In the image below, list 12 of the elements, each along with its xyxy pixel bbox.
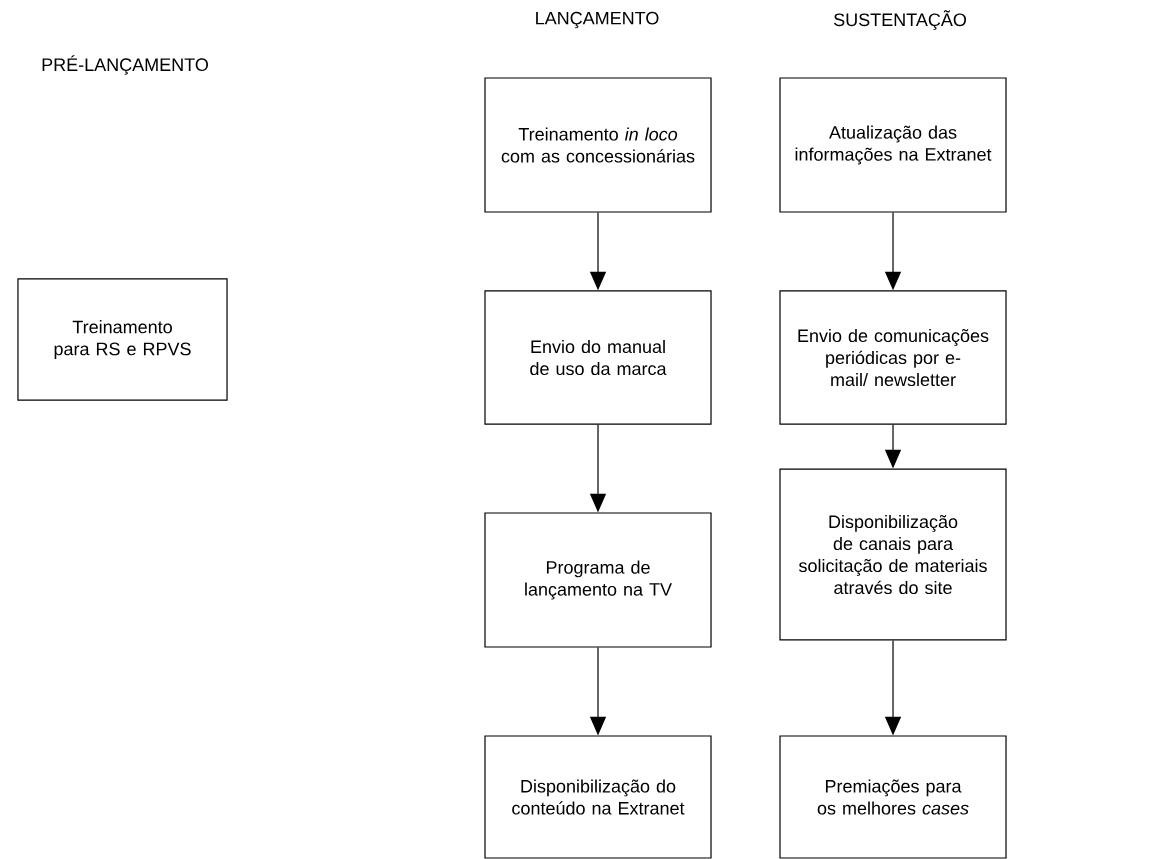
process-box: Treinamento in loco com as concessionárias: [484, 77, 712, 213]
process-box: Atualização das informações na Extranet: [779, 77, 1007, 213]
column-heading: PRÉ-LANÇAMENTO: [42, 55, 208, 75]
column-heading: SUSTENTAÇÃO: [834, 10, 966, 30]
process-box: Programa de lançamento na TV: [484, 512, 712, 648]
column-heading: LANÇAMENTO: [536, 11, 659, 29]
process-box: Premiações para os melhores cases: [779, 735, 1007, 859]
process-box: Disponibilização do conteúdo na Extranet: [484, 735, 712, 859]
process-box: Treinamento para RS e RPVS: [17, 278, 228, 401]
process-box: Envio de comunicações periódicas por e-mail/ newsletter: [779, 290, 1007, 425]
process-box: Envio do manual de uso da marca: [484, 290, 712, 425]
process-box: Disponibilização de canais para solicitação de materiais através do site: [779, 468, 1007, 641]
